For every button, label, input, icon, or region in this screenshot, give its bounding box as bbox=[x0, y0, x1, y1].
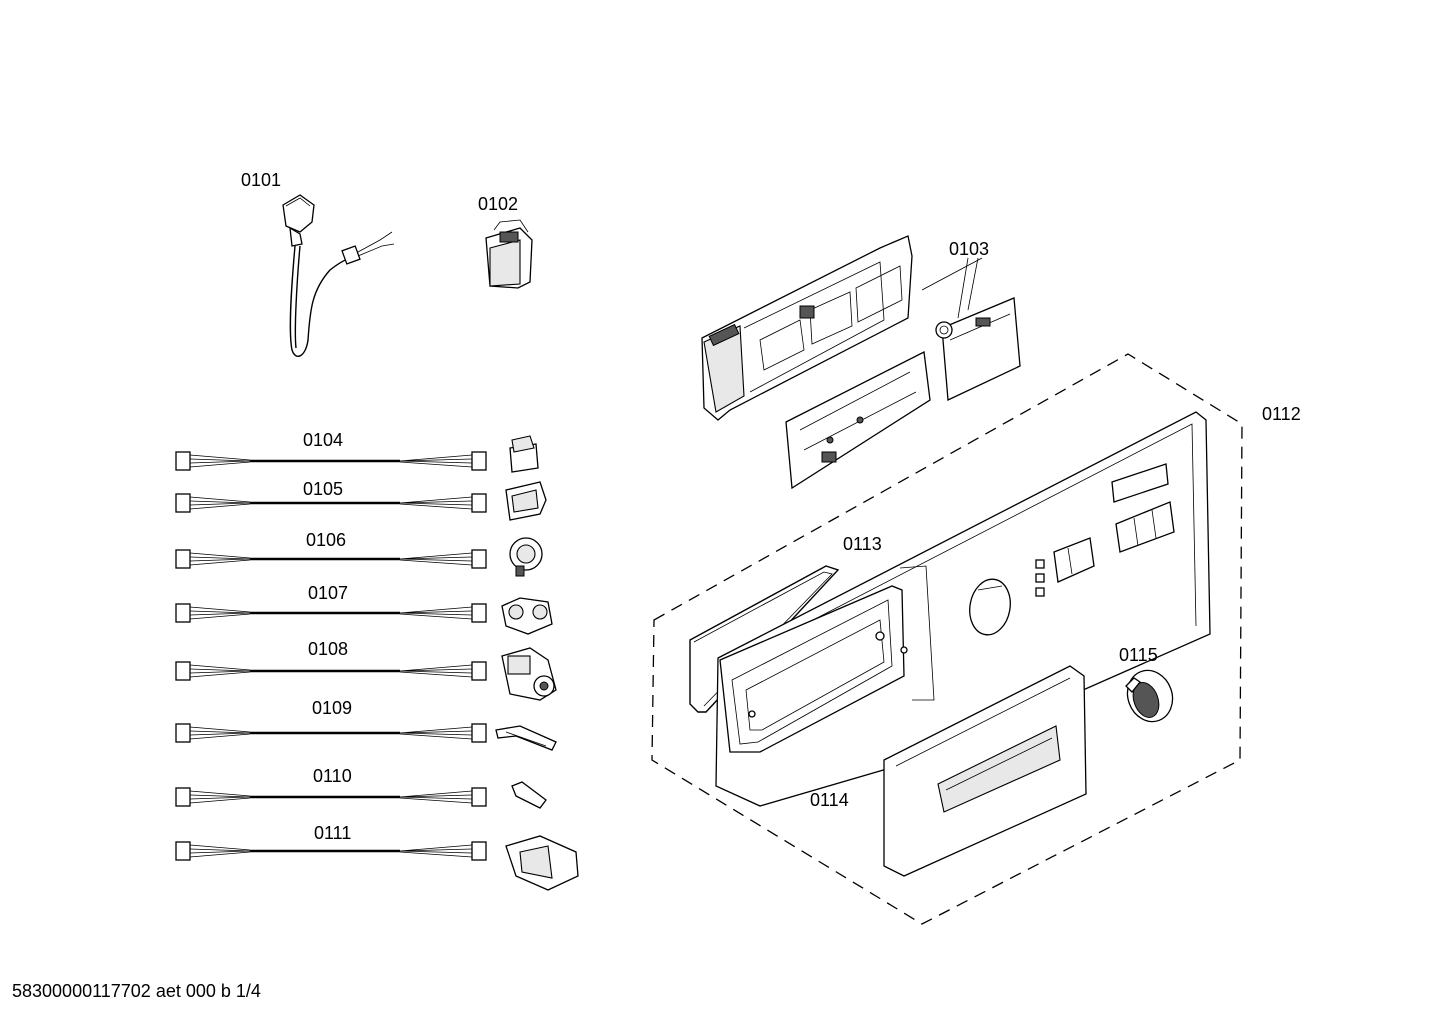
label-0110: 0110 bbox=[313, 766, 352, 786]
harness-0109 bbox=[175, 723, 557, 751]
panel-frame-part bbox=[715, 411, 1211, 807]
label-0114: 0114 bbox=[810, 790, 849, 810]
label-0108: 0108 bbox=[308, 639, 348, 659]
harness-0106 bbox=[175, 537, 543, 577]
label-0111: 0111 bbox=[314, 823, 351, 843]
control-module-part bbox=[701, 235, 1021, 490]
harness-0110 bbox=[175, 781, 547, 809]
label-0107: 0107 bbox=[308, 583, 348, 603]
panel-assembly-outline bbox=[651, 353, 1243, 925]
harness-0108 bbox=[175, 647, 557, 701]
label-0113: 0113 bbox=[843, 534, 882, 554]
label-0102: 0102 bbox=[478, 194, 518, 214]
label-0106: 0106 bbox=[306, 530, 346, 550]
power-cord-part bbox=[282, 194, 395, 358]
label-0101: 0101 bbox=[241, 170, 281, 190]
label-0109: 0109 bbox=[312, 698, 352, 718]
suppressor-part bbox=[485, 219, 533, 289]
label-0112: 0112 bbox=[1262, 404, 1301, 424]
document-code: 58300000117702 aet 000 b 1/4 bbox=[12, 981, 261, 1001]
harness-0104 bbox=[175, 435, 539, 473]
label-0115: 0115 bbox=[1119, 645, 1158, 665]
seal-part bbox=[689, 565, 840, 713]
harness-0111 bbox=[175, 835, 579, 891]
label-0104: 0104 bbox=[303, 430, 343, 450]
drawer-front-part bbox=[883, 665, 1087, 877]
harness-0105 bbox=[175, 481, 547, 521]
knob-part bbox=[1125, 669, 1174, 723]
label-0103: 0103 bbox=[949, 239, 989, 259]
harness-0107 bbox=[175, 597, 553, 635]
label-0105: 0105 bbox=[303, 479, 343, 499]
